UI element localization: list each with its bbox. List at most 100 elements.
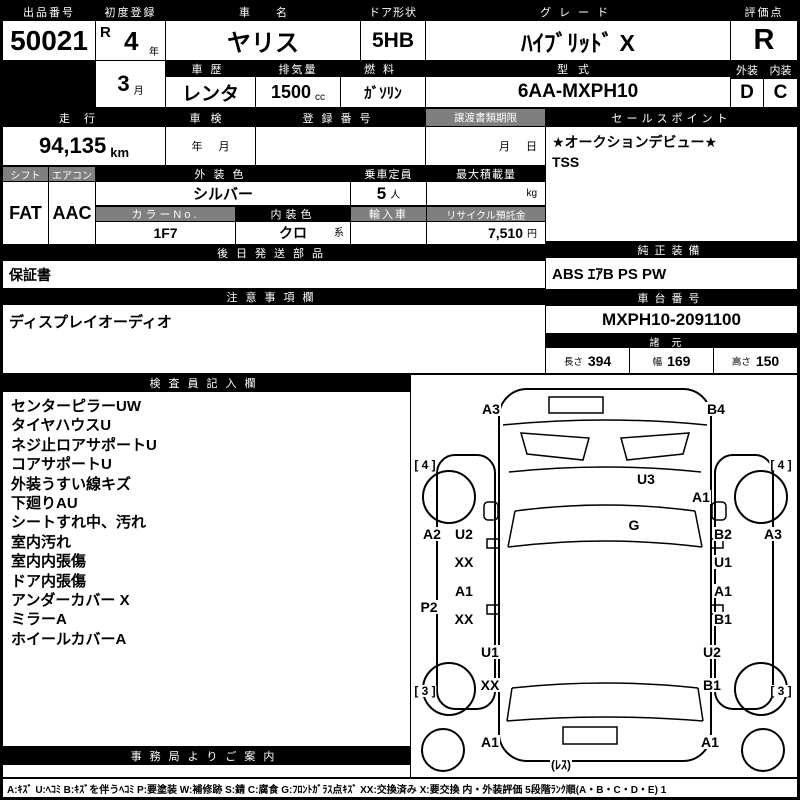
damage-marker: [ 4 ] xyxy=(769,458,793,472)
interior-label: 内装 xyxy=(763,60,798,79)
chassis-number-label: 車台番号 xyxy=(545,290,798,306)
width-label: 幅 xyxy=(652,356,663,368)
ac-value: AAC xyxy=(52,202,92,223)
wheel-bottom-left xyxy=(421,728,465,772)
damage-marker: U3 xyxy=(636,471,656,487)
registration-number xyxy=(255,126,426,166)
damage-marker: A3 xyxy=(763,526,783,542)
left-door-handle-front xyxy=(486,538,500,549)
damage-marker: [ 4 ] xyxy=(413,458,437,472)
chassis-number: MXPH10-2091100 xyxy=(545,305,798,334)
mileage-label: 走行 xyxy=(2,108,166,127)
notes: ディスプレイオーディオ xyxy=(2,304,546,374)
mileage-value: 94,135 xyxy=(38,133,107,158)
inspection-item: 室内汚れ xyxy=(11,533,72,551)
month-unit: 月 xyxy=(133,86,144,97)
height-label: 高さ xyxy=(731,356,751,368)
model-code-value: 6AA-MXPH10 xyxy=(517,81,639,102)
left-headlight xyxy=(519,432,590,461)
capacity-unit: 人 xyxy=(390,190,401,201)
mileage: 94,135 km xyxy=(2,126,166,166)
inspection-month-unit: 月 xyxy=(218,141,230,153)
damage-marker: A1 xyxy=(713,583,733,599)
inspection-item: タイヤハウスU xyxy=(11,417,112,435)
auction-number: 50021 xyxy=(2,20,96,61)
windshield-bottom-line xyxy=(507,540,703,548)
max-load-unit: kg xyxy=(526,188,537,199)
exterior-score-value: D xyxy=(740,82,754,103)
inspection-item: シートすれ中、汚れ xyxy=(11,514,147,532)
auction-number-value: 50021 xyxy=(10,24,88,56)
inspection-item: ホイールカバーA xyxy=(11,630,127,648)
damage-marker: A3 xyxy=(481,401,501,417)
door-shape-label: ドア形状 xyxy=(360,2,426,21)
era-code: R xyxy=(100,24,111,41)
interior-color-label: 内装色 xyxy=(235,206,351,222)
a-pillar-right xyxy=(694,510,703,548)
exterior-color: シルバー xyxy=(95,181,351,206)
inspection-item: 室内内張傷 xyxy=(11,553,87,571)
seating-capacity: 5 人 xyxy=(350,181,427,206)
ac-type: AAC xyxy=(48,181,96,245)
transfer-month-unit: 月 xyxy=(499,141,510,153)
sales-point-label: セールスポイント xyxy=(545,108,798,127)
shift-value: FAT xyxy=(9,202,42,223)
car-body-outline xyxy=(498,388,712,762)
c-pillar-right xyxy=(697,687,704,722)
reg-year-value: 4 xyxy=(124,26,139,56)
right-mirror xyxy=(711,501,727,521)
dimension-width: 幅 169 xyxy=(629,347,714,374)
inspection-year-unit: 年 xyxy=(191,141,203,153)
windshield-top-line xyxy=(514,504,696,512)
length-label: 長さ xyxy=(563,356,583,368)
length-value: 394 xyxy=(587,352,612,369)
damage-marker: A2 xyxy=(422,526,442,542)
transfer-day-unit: 日 xyxy=(526,141,537,153)
wheel-front-right xyxy=(734,470,788,524)
color-number-value: 1F7 xyxy=(153,225,178,241)
damage-marker: A1 xyxy=(691,489,711,505)
max-load-label: 最大積載量 xyxy=(426,166,546,182)
door-shape: 5HB xyxy=(360,20,426,61)
interior-score-value: C xyxy=(773,82,788,103)
overall-score: R xyxy=(730,20,798,61)
displacement-unit: cc xyxy=(315,92,326,103)
door-shape-value: 5HB xyxy=(371,28,414,52)
car-history-value: レンタ xyxy=(181,83,239,105)
damage-marker: G xyxy=(627,517,641,533)
a-pillar-left xyxy=(507,510,516,548)
damage-marker: (ﾚｽ) xyxy=(550,758,572,772)
inspection-item: アンダーカバー X xyxy=(11,592,130,610)
ac-label: エアコン xyxy=(48,166,96,182)
model-code-label: 型式 xyxy=(425,60,731,77)
exterior-label: 外装 xyxy=(730,60,764,79)
color-number: 1F7 xyxy=(95,221,236,245)
first-registration-label: 初度登録 xyxy=(95,2,166,21)
left-mirror xyxy=(483,501,499,521)
grade: ﾊｲﾌﾞﾘｯﾄﾞ X xyxy=(425,20,731,61)
grade-label: グレード xyxy=(425,2,731,21)
capacity-value: 5 xyxy=(376,183,387,203)
wheel-front-left xyxy=(422,470,476,524)
right-headlight xyxy=(620,432,691,461)
damage-marker: [ 3 ] xyxy=(413,684,437,698)
rear-license-plate xyxy=(562,726,618,745)
recycle-fee-label: リサイクル預託金 xyxy=(426,206,546,222)
c-pillar-left xyxy=(506,687,513,722)
damage-marker: B2 xyxy=(713,526,733,542)
color-no-label: カラーNo. xyxy=(95,206,236,222)
sales-point: ★オークションデビュー★ TSS xyxy=(545,126,798,242)
registration-number-label: 登録番号 xyxy=(255,108,426,127)
equipment-value: ABS ｴｱB PS PW xyxy=(552,266,667,283)
rear-glass-top-line xyxy=(511,682,699,689)
inspection-item: 下廻りAU xyxy=(11,495,78,513)
later-parts: 保証書 xyxy=(2,260,546,289)
history-label: 車歴 xyxy=(165,60,256,77)
front-license-plate xyxy=(548,396,604,414)
rear-glass-bottom-line xyxy=(506,716,704,722)
interior-color-value: クロ xyxy=(279,225,307,241)
interior-score: C xyxy=(763,78,798,108)
shift-label: シフト xyxy=(2,166,49,182)
